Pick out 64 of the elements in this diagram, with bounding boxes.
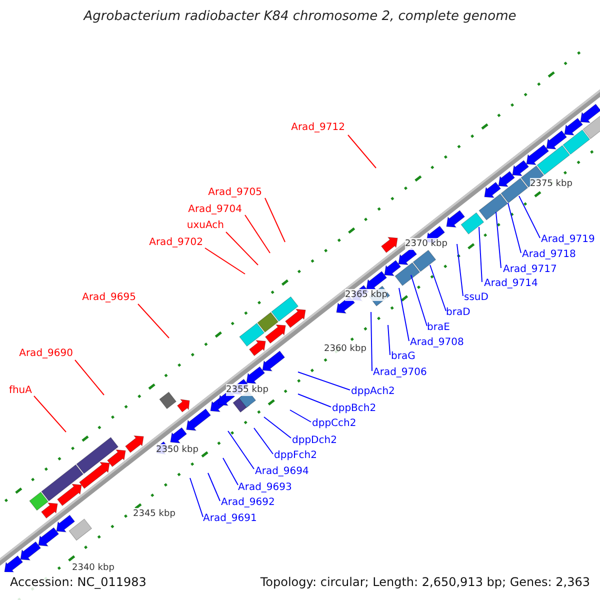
gene-label: Arad_9690 <box>19 348 73 360</box>
gene-label: Arad_9718 <box>522 249 576 261</box>
gene-label: Arad_9714 <box>484 278 538 290</box>
gene-label: Arad_9704 <box>188 204 242 216</box>
leader-line <box>222 458 238 486</box>
leader-line <box>254 428 274 454</box>
gene-label: uxuAch <box>186 220 224 232</box>
gene-label: Arad_9695 <box>82 292 136 304</box>
leader-line <box>208 472 220 502</box>
gene-label: Arad_9705 <box>208 187 262 199</box>
scale-label: 2360 kbp <box>324 343 366 355</box>
gene-label: Arad_9691 <box>203 513 257 525</box>
gene-label: braE <box>427 322 450 334</box>
leader-line <box>398 288 410 342</box>
scale-label: 2365 kbp <box>345 289 388 301</box>
scale-label: 2350 kbp <box>156 444 198 456</box>
leader-line <box>34 396 66 432</box>
scale-label: 2375 kbp <box>530 178 572 190</box>
gene-label: braG <box>391 351 416 363</box>
gene-label: dppDch2 <box>292 435 337 447</box>
gene-label: dppFch2 <box>274 450 317 462</box>
leader-line <box>410 274 428 326</box>
leader-line <box>518 196 540 238</box>
leader-line <box>244 214 270 254</box>
leader-line <box>508 202 522 254</box>
leader-line <box>228 430 254 470</box>
gene-label: dppCch2 <box>312 418 356 430</box>
gene-label: Arad_9717 <box>503 264 557 276</box>
gene-label: dppBch2 <box>332 403 376 415</box>
gene-label: fhuA <box>8 385 32 397</box>
leader-line <box>138 304 170 338</box>
gene-label: Arad_9708 <box>410 337 464 349</box>
scale-label: 2345 kbp <box>133 508 176 520</box>
leader-line <box>456 244 464 296</box>
leader-line <box>298 394 332 408</box>
gene-label: Arad_9706 <box>373 367 427 379</box>
leader-line <box>290 410 312 422</box>
leader-line <box>298 372 350 390</box>
title: Agrobacterium radiobacter K84 chromosome 2, complete genome <box>82 11 518 23</box>
leader-line <box>264 198 286 242</box>
leader-line <box>496 212 502 268</box>
leader-line <box>478 226 482 282</box>
leader-line <box>74 360 104 396</box>
leader-line <box>430 264 446 312</box>
gene-label: Arad_9694 <box>255 466 309 478</box>
gene-label: Arad_9719 <box>541 234 595 246</box>
leader-line <box>348 134 376 168</box>
leader-line <box>204 248 246 274</box>
leader-line <box>264 416 292 438</box>
gene-label: ssuD <box>464 292 488 304</box>
gene-label: Arad_9702 <box>149 237 203 249</box>
leader-line <box>226 232 258 266</box>
leader-line <box>190 478 204 518</box>
scale-label: 2370 kbp <box>405 238 448 250</box>
scale-label: 2355 kbp <box>226 384 268 396</box>
leader-line <box>370 312 372 372</box>
accession-text: Accession: NC_011983 <box>10 576 146 588</box>
leader-line <box>388 324 390 356</box>
gene-label: braD <box>446 307 470 319</box>
gene-label: Arad_9692 <box>221 497 275 509</box>
topology-text: Topology: circular; Length: 2,650,913 bp; Genes: 2,363 <box>260 576 590 588</box>
gene-label: Arad_9693 <box>238 482 292 494</box>
gene-label: Arad_9712 <box>291 122 345 134</box>
gene-label: dppAch2 <box>351 386 395 398</box>
